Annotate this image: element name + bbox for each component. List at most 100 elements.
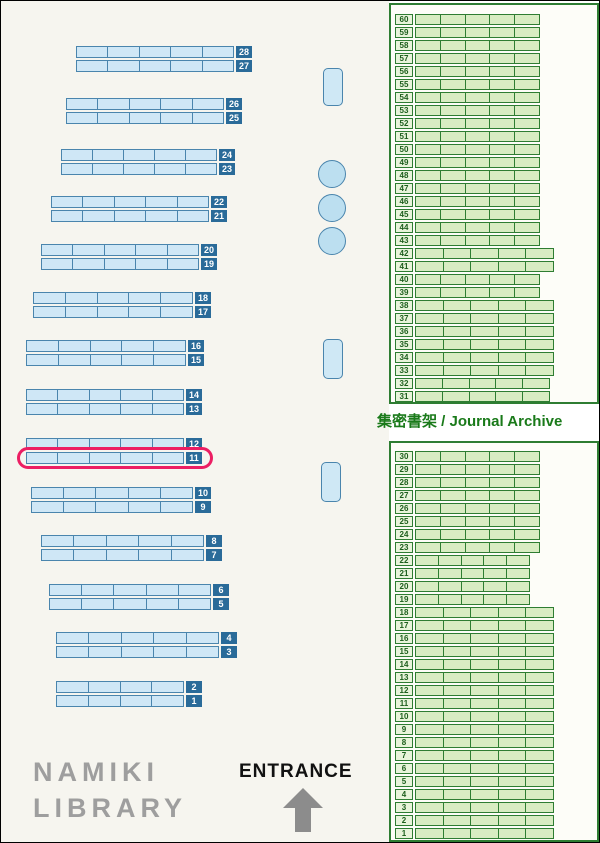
bookshelf-bar — [41, 244, 199, 256]
archive-row-32: 32 — [395, 378, 550, 389]
archive-shelf-bar — [415, 581, 530, 592]
bookshelf-row-24: 24 — [61, 149, 235, 161]
shelf-number-badge: 11 — [186, 452, 202, 464]
archive-row-9: 9 — [395, 724, 554, 735]
archive-row-59: 59 — [395, 27, 540, 38]
archive-number-badge: 60 — [395, 14, 413, 25]
archive-shelf-bar — [415, 659, 554, 670]
bookshelf-row-7: 7 — [41, 549, 222, 561]
bookshelf-row-21: 21 — [51, 210, 227, 222]
highlighted-shelf-ring — [17, 447, 213, 469]
archive-number-badge: 9 — [395, 724, 413, 735]
archive-shelf-bar — [415, 607, 554, 618]
archive-number-badge: 32 — [395, 378, 413, 389]
archive-shelf-bar — [415, 352, 554, 363]
shelf-number-badge: 16 — [188, 340, 204, 352]
archive-number-badge: 44 — [395, 222, 413, 233]
archive-shelf-bar — [415, 633, 554, 644]
archive-shelf-bar — [415, 464, 540, 475]
round-table — [318, 194, 346, 222]
archive-shelf-bar — [415, 300, 554, 311]
archive-row-36: 36 — [395, 326, 554, 337]
bookshelf-row-3: 3 — [56, 646, 237, 658]
archive-number-badge: 45 — [395, 209, 413, 220]
archive-number-badge: 22 — [395, 555, 413, 566]
bookshelf-row-5: 5 — [49, 598, 229, 610]
bookshelf-bar — [26, 452, 184, 464]
archive-shelf-bar — [415, 131, 540, 142]
archive-shelf-bar — [415, 183, 540, 194]
archive-row-26: 26 — [395, 503, 540, 514]
archive-row-47: 47 — [395, 183, 540, 194]
bookshelf-bar — [41, 535, 204, 547]
bookshelf-row-25: 25 — [66, 112, 242, 124]
archive-number-badge: 25 — [395, 516, 413, 527]
archive-number-badge: 16 — [395, 633, 413, 644]
library-name-line2: LIBRARY — [33, 793, 187, 823]
archive-number-badge: 54 — [395, 92, 413, 103]
archive-row-46: 46 — [395, 196, 540, 207]
archive-row-23: 23 — [395, 542, 540, 553]
shelf-number-badge: 14 — [186, 389, 202, 401]
archive-shelf-bar — [415, 313, 554, 324]
bookshelf-row-1: 1 — [56, 695, 202, 707]
archive-number-badge: 6 — [395, 763, 413, 774]
archive-row-27: 27 — [395, 490, 540, 501]
archive-number-badge: 26 — [395, 503, 413, 514]
bookshelf-row-8: 8 — [41, 535, 222, 547]
archive-number-badge: 13 — [395, 672, 413, 683]
archive-shelf-bar — [415, 568, 530, 579]
archive-shelf-bar — [415, 14, 540, 25]
bookshelf-bar — [56, 632, 219, 644]
archive-shelf-bar — [415, 66, 540, 77]
archive-number-badge: 39 — [395, 287, 413, 298]
bookshelf-bar — [56, 681, 184, 693]
archive-number-badge: 18 — [395, 607, 413, 618]
archive-shelf-bar — [415, 503, 540, 514]
archive-number-badge: 41 — [395, 261, 413, 272]
bookshelf-row-22: 22 — [51, 196, 227, 208]
archive-number-badge: 21 — [395, 568, 413, 579]
archive-row-31: 31 — [395, 391, 550, 402]
shelf-number-badge: 25 — [226, 112, 242, 124]
archive-row-53: 53 — [395, 105, 540, 116]
bookshelf-bar — [26, 354, 186, 366]
bookshelf-row-26: 26 — [66, 98, 242, 110]
archive-shelf-bar — [415, 79, 540, 90]
archive-number-badge: 19 — [395, 594, 413, 605]
archive-number-badge: 3 — [395, 802, 413, 813]
archive-row-11: 11 — [395, 698, 554, 709]
archive-shelf-bar — [415, 144, 540, 155]
archive-shelf-bar — [415, 802, 554, 813]
archive-shelf-bar — [415, 724, 554, 735]
archive-number-badge: 27 — [395, 490, 413, 501]
archive-row-4: 4 — [395, 789, 554, 800]
archive-row-41: 41 — [395, 261, 554, 272]
archive-shelf-bar — [415, 789, 554, 800]
archive-row-55: 55 — [395, 79, 540, 90]
archive-shelf-bar — [415, 750, 554, 761]
archive-shelf-bar — [415, 339, 554, 350]
bookshelf-bar — [66, 112, 224, 124]
archive-shelf-bar — [415, 646, 554, 657]
bookshelf-row-19: 19 — [41, 258, 217, 270]
archive-shelf-bar — [415, 516, 540, 527]
archive-row-24: 24 — [395, 529, 540, 540]
bookshelf-bar — [33, 292, 193, 304]
shelf-number-badge: 19 — [201, 258, 217, 270]
shelf-number-badge: 28 — [236, 46, 252, 58]
archive-shelf-bar — [415, 477, 540, 488]
archive-row-14: 14 — [395, 659, 554, 670]
archive-shelf-bar — [415, 542, 540, 553]
bookshelf-row-20: 20 — [41, 244, 217, 256]
archive-shelf-bar — [415, 326, 554, 337]
archive-number-badge: 43 — [395, 235, 413, 246]
shelf-number-badge: 7 — [206, 549, 222, 561]
archive-number-badge: 33 — [395, 365, 413, 376]
bookshelf-bar — [33, 306, 193, 318]
archive-row-18: 18 — [395, 607, 554, 618]
archive-row-7: 7 — [395, 750, 554, 761]
archive-number-badge: 57 — [395, 53, 413, 64]
bookshelf-row-18: 18 — [33, 292, 211, 304]
shelf-number-badge: 26 — [226, 98, 242, 110]
